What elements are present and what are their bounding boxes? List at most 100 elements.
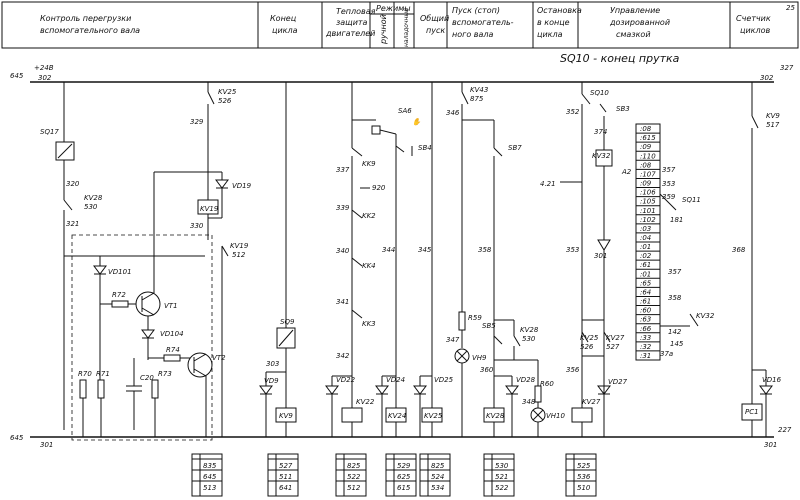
contact-table <box>191 453 223 497</box>
svg-text:347: 347 <box>446 336 460 344</box>
contact-table-cell: 527 <box>279 462 293 470</box>
svg-text:359: 359 <box>662 193 676 201</box>
header-col-8-line-1: в конце <box>537 18 570 27</box>
rail-bot-right-num: 301 <box>764 441 777 449</box>
transistor-vt2 <box>187 352 213 378</box>
svg-text:517: 517 <box>766 121 780 129</box>
relay-kv27 <box>571 407 593 423</box>
svg-text:SB3: SB3 <box>616 105 630 113</box>
bottom-contact-tables: 8356455135275116418255225125296256158255… <box>191 453 597 497</box>
rail-top-left: 645 <box>10 72 24 80</box>
svg-text:KK4: KK4 <box>362 262 376 270</box>
svg-text:SB7: SB7 <box>508 144 522 152</box>
svg-text:KV24: KV24 <box>388 412 406 420</box>
contact-table <box>267 453 299 497</box>
svg-text:VD27: VD27 <box>608 378 628 386</box>
header-col-1-line-1: цикла <box>272 26 298 35</box>
svg-text:R72: R72 <box>112 291 126 299</box>
header-col-3-line-0: Режимы <box>376 4 411 13</box>
svg-text:301: 301 <box>594 252 607 260</box>
svg-text:181: 181 <box>670 216 683 224</box>
svg-text:353: 353 <box>566 246 579 254</box>
svg-text:R74: R74 <box>166 346 180 354</box>
svg-text:337: 337 <box>336 166 350 174</box>
svg-text:4.21: 4.21 <box>540 180 556 188</box>
svg-text:348: 348 <box>522 398 536 406</box>
switch-sa6-manual <box>371 125 381 135</box>
contact-table-cell: 522 <box>495 484 509 492</box>
svg-text:KV19: KV19 <box>230 242 249 250</box>
svg-text:SQ17: SQ17 <box>40 128 59 136</box>
svg-text:R59: R59 <box>468 314 482 322</box>
svg-text:360: 360 <box>480 366 494 374</box>
svg-text:KV32: KV32 <box>592 152 611 160</box>
diode-vd9 <box>259 385 273 395</box>
a2-pin-label: :09 <box>640 143 652 151</box>
svg-text:VH9: VH9 <box>472 354 487 362</box>
contact-table-cell: 525 <box>577 462 591 470</box>
contact-table-cell: 534 <box>431 484 444 492</box>
header-col-2-line-2: двигателей <box>325 29 375 38</box>
contact-table-cell: 625 <box>397 473 411 481</box>
a2-pin-label: :66 <box>640 325 652 333</box>
header-col-8-line-0: Остановка <box>537 6 582 15</box>
header-corner-number: 25 <box>786 4 795 12</box>
svg-text:KV28: KV28 <box>486 412 505 420</box>
svg-text:320: 320 <box>66 180 80 188</box>
header-col-9-line-1: дозированной <box>609 18 670 27</box>
a2-pin-label: :32 <box>640 343 652 351</box>
contact-table-cell: 615 <box>397 484 411 492</box>
svg-text:VT2: VT2 <box>212 354 226 362</box>
rail-top-left-num: 302 <box>38 74 52 82</box>
svg-text:526: 526 <box>580 343 594 351</box>
svg-text:VD19: VD19 <box>232 182 252 190</box>
contact-table <box>385 453 417 497</box>
contact-table-cell: 645 <box>203 473 217 481</box>
arrow-down-icon <box>597 239 611 251</box>
svg-text:VD9: VD9 <box>264 377 279 385</box>
svg-text:512: 512 <box>232 251 246 259</box>
svg-text:875: 875 <box>470 95 484 103</box>
rail-bot-left: 645 <box>10 434 24 442</box>
svg-text:KV25: KV25 <box>218 88 237 96</box>
a2-pin-label: :63 <box>640 316 651 324</box>
svg-text:329: 329 <box>190 118 204 126</box>
a2-pin-label: :01 <box>640 270 651 278</box>
a2-pin-label: :08 <box>640 125 652 133</box>
svg-text:VH10: VH10 <box>546 412 566 420</box>
svg-text:339: 339 <box>336 204 350 212</box>
svg-text:KV28: KV28 <box>84 194 103 202</box>
a2-pin-label: :33 <box>640 334 651 342</box>
svg-text:358: 358 <box>668 294 682 302</box>
header-col-6-line-1: пуск <box>426 26 445 35</box>
svg-text:527: 527 <box>606 343 620 351</box>
a2-pin-label: :03 <box>640 225 651 233</box>
a2-pin-label: :04 <box>640 234 651 242</box>
svg-text:KV43: KV43 <box>470 86 488 94</box>
a2-pin-label: :65 <box>640 279 652 287</box>
rail-bot-left-num: 301 <box>40 441 53 449</box>
svg-text:SQ11: SQ11 <box>682 196 701 204</box>
svg-text:VD101: VD101 <box>108 268 132 276</box>
header-col-7-line-0: Пуск (стоп) <box>452 6 500 15</box>
svg-text:KV22: KV22 <box>356 398 375 406</box>
svg-text:VT1: VT1 <box>164 302 178 310</box>
contact-table-cell: 641 <box>279 484 292 492</box>
header-table: Контроль перегрузки вспомогательного вал… <box>1 1 799 49</box>
header-col-5-line-0: наладочный <box>403 8 410 47</box>
svg-text:KV32: KV32 <box>696 312 715 320</box>
svg-text:142: 142 <box>668 328 682 336</box>
rail-top-right: 327 <box>780 64 794 72</box>
svg-text:KV27: KV27 <box>582 398 601 406</box>
header-col-10-line-1: циклов <box>740 26 770 35</box>
contact-table <box>419 453 451 497</box>
svg-text:PC1: PC1 <box>745 408 759 416</box>
header-col-4-line-0: ручной <box>379 14 388 45</box>
svg-text:341: 341 <box>336 298 349 306</box>
svg-text:353: 353 <box>662 180 675 188</box>
diode-vd16 <box>759 385 773 395</box>
svg-text:530: 530 <box>84 203 98 211</box>
svg-text:KK9: KK9 <box>362 160 376 168</box>
a2-pin-label: :107 <box>640 170 656 178</box>
thermal-protection-circuit: SA6 ✋ 337 KK9 920 339 KK2 340 KK4 341 KK… <box>325 82 454 437</box>
